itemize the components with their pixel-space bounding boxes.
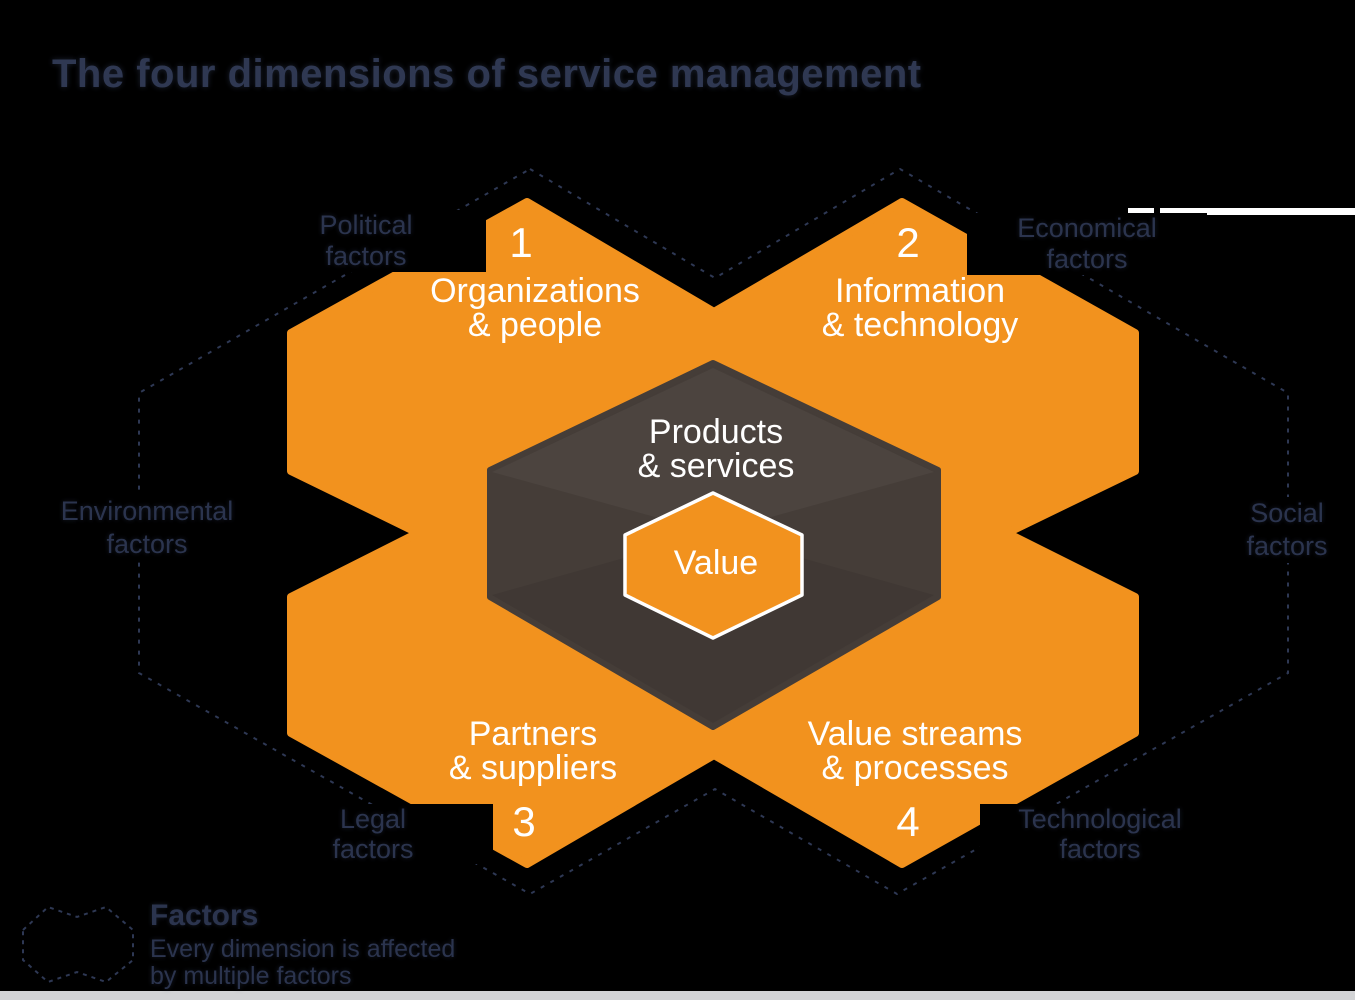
value-hexagon [623,491,804,640]
products-services-line1: Products [648,413,784,451]
quadrant-4-label: Value streams & processes [755,717,1075,785]
factor-political: Political factors [246,210,486,272]
quadrant-2-number: 2 [896,219,920,266]
legend-description: Every dimension is affected by multiple … [150,936,455,990]
quadrant-1-label-line1: Organizations [430,272,640,310]
quadrant-2-label-line1: Information [834,272,1006,310]
factor-environmental-line2: factors [106,529,188,559]
quadrant-1-number: 1 [509,219,533,266]
quadrant-2-label-line2: & technology [821,306,1019,344]
quadrant-3-label-line2: & suppliers [448,749,618,787]
factor-environmental-line1: Environmental [60,496,234,526]
factor-social-line1: Social [1250,498,1324,528]
legend-hexagon-icon [22,905,134,984]
factor-economical-line2: factors [1046,244,1128,274]
products-services-label: Products & services [556,415,876,483]
factors-boundary-outline [138,167,1289,896]
factor-social-line2: factors [1246,531,1328,561]
quadrant-2-label: Information & technology [760,274,1080,342]
factor-economical-line1: Economical [1017,213,1157,243]
quadrant-3-label: Partners & suppliers [373,717,693,785]
quadrant-4-number: 4 [896,798,920,845]
legend-description-line2: by multiple factors [150,962,352,990]
factor-legal: Legal factors [253,804,493,864]
legend-title: Factors [150,899,259,932]
value-label: Value [673,544,759,582]
page-title: The four dimensions of service managemen… [52,52,922,96]
factor-technological-line1: Technological [1018,804,1182,834]
quadrant-3-label-line1: Partners [468,715,598,753]
factor-political-line1: Political [319,210,413,240]
white-artifact-dash-2 [1160,208,1355,215]
factor-environmental: Environmental factors [27,495,267,561]
quadrant-1-label-line2: & people [467,306,603,344]
factor-technological-line2: factors [1059,834,1141,864]
bottom-edge-strip [0,991,1355,1000]
quadrant-1-label: Organizations & people [375,274,695,342]
factor-legal-line1: Legal [339,804,407,834]
quadrant-4-label-line1: Value streams [807,715,1023,753]
factor-economical: Economical factors [967,213,1207,275]
quadrant-3-number: 3 [512,798,536,845]
factor-political-line2: factors [325,241,407,271]
quadrant-4-label-line2: & processes [821,749,1009,787]
center-hexagon-highlight [492,368,934,533]
factor-social: Social factors [1167,497,1355,563]
factor-legal-line2: factors [332,834,414,864]
legend-description-line1: Every dimension is affected [150,935,456,963]
products-services-line2: & services [637,447,795,485]
white-artifact-dash-1 [1128,208,1154,215]
factor-technological: Technological factors [980,804,1220,864]
